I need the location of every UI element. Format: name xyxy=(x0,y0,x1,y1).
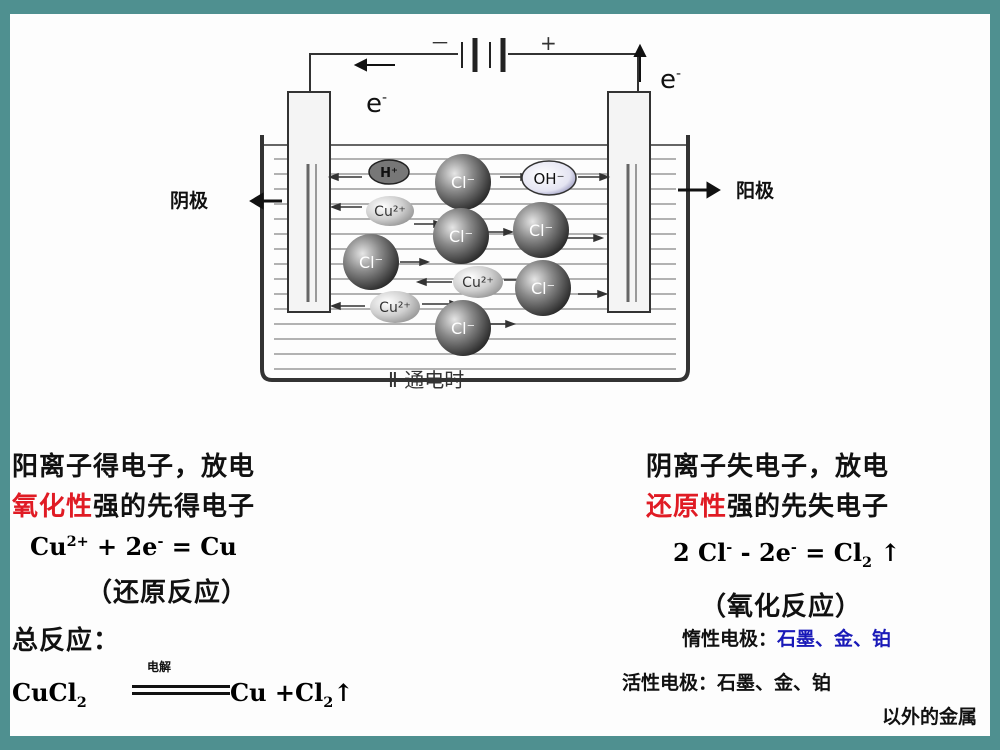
electron-flow-arrow-left xyxy=(353,58,395,72)
electron-label-right: e- xyxy=(660,65,681,95)
ion-cl: Cl⁻ xyxy=(343,234,399,290)
svg-text:Cl⁻: Cl⁻ xyxy=(529,221,553,240)
svg-text:Cl⁻: Cl⁻ xyxy=(451,173,475,192)
svg-text:Cl⁻: Cl⁻ xyxy=(449,227,473,246)
ion-cl: Cl⁻ xyxy=(435,154,491,210)
reducing-keyword: 还原性 xyxy=(646,492,728,522)
battery-symbol xyxy=(461,38,506,72)
cathode-electrode xyxy=(287,91,331,313)
cation-discharge-text: 阳离子得电子，放电 xyxy=(12,452,256,482)
cathode-equation: Cu2+ + 2e- = Cu xyxy=(30,532,237,561)
slide: － + e- e- xyxy=(10,14,990,736)
ion-cl: Cl⁻ xyxy=(515,260,571,316)
anode-arrow xyxy=(678,181,721,199)
ion-cu: Cu²⁺ xyxy=(366,196,414,226)
svg-text:Cu²⁺: Cu²⁺ xyxy=(462,275,494,291)
svg-text:OH⁻: OH⁻ xyxy=(533,170,564,188)
ion-h: H⁺ xyxy=(368,159,410,185)
svg-text:Cu²⁺: Cu²⁺ xyxy=(374,204,406,220)
equals-double-line xyxy=(132,685,230,695)
cathode-arrow xyxy=(249,192,282,210)
ion-oh: OH⁻ xyxy=(521,160,577,196)
oxidizing-priority-text: 氧化性强的先得电子 xyxy=(12,492,256,522)
total-product: Cu +Cl2↑ xyxy=(230,678,354,711)
ion-cu: Cu²⁺ xyxy=(370,291,420,323)
anode-equation: 2 Cl- - 2e- = Cl2 ↑ xyxy=(673,538,901,571)
svg-text:Cl⁻: Cl⁻ xyxy=(359,253,383,272)
oxidation-reaction-label: （氧化反应） xyxy=(700,592,863,622)
svg-text:Cl⁻: Cl⁻ xyxy=(531,279,555,298)
electron-flow-arrow-right xyxy=(633,43,647,82)
diagram-caption: Ⅱ 通电时 xyxy=(388,368,464,392)
total-reactant: CuCl2 xyxy=(12,678,87,711)
cathode-label: 阴极 xyxy=(170,189,209,212)
svg-text:Cl⁻: Cl⁻ xyxy=(451,319,475,338)
reducing-priority-text: 还原性强的先失电子 xyxy=(646,492,890,522)
anion-discharge-text: 阴离子失电子，放电 xyxy=(646,452,890,482)
svg-text:Cu²⁺: Cu²⁺ xyxy=(379,300,411,316)
battery-plus-label: + xyxy=(540,31,557,55)
electrolysis-diagram: － + e- e- xyxy=(170,31,775,392)
electron-label-left: e- xyxy=(366,89,387,119)
active-electrode-note-cont: 以外的金属 xyxy=(882,706,978,728)
ion-cl: Cl⁻ xyxy=(513,202,569,258)
reduction-reaction-label: （还原反应） xyxy=(86,578,249,608)
electrolysis-condition: 电解 xyxy=(147,660,172,674)
active-electrode-note: 活性电极：石墨、金、铂 xyxy=(622,672,832,694)
total-reaction-label: 总反应： xyxy=(12,626,121,656)
ion-cl: Cl⁻ xyxy=(433,208,489,264)
anode-electrode xyxy=(607,91,651,313)
battery-minus-label: － xyxy=(430,31,450,55)
ion-cl: Cl⁻ xyxy=(435,300,491,356)
oxidizing-keyword: 氧化性 xyxy=(12,492,94,522)
inert-electrode-note: 惰性电极：石墨、金、铂 xyxy=(682,628,892,650)
ion-cu: Cu²⁺ xyxy=(453,266,503,298)
svg-text:H⁺: H⁺ xyxy=(380,166,398,181)
inert-electrode-materials: 石墨、金、铂 xyxy=(777,628,892,650)
anode-label: 阳极 xyxy=(736,179,775,202)
